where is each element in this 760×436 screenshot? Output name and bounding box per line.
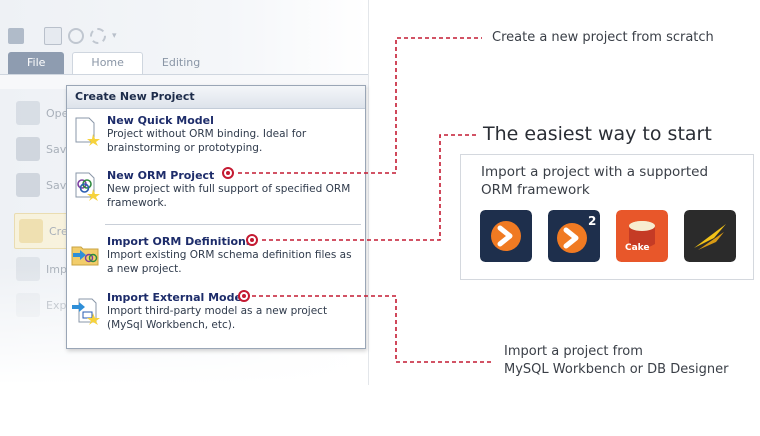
menu-item-title: New Quick Model xyxy=(107,114,214,127)
app-menu-icon[interactable] xyxy=(8,28,24,44)
callout-marker xyxy=(246,234,258,246)
folder-icon xyxy=(19,219,43,243)
import-model-icon xyxy=(72,298,100,325)
cakephp-logo-icon: Cake xyxy=(616,210,668,262)
callout-external-line1: Import a project from xyxy=(504,344,643,359)
tab-home[interactable]: Home xyxy=(72,52,143,74)
new-document-icon xyxy=(75,117,100,146)
propel-logo-icon xyxy=(684,210,736,262)
connector-orm xyxy=(262,134,476,241)
menu-item-desc: Import third-party model as a new projec… xyxy=(107,305,328,331)
save-as-icon xyxy=(16,173,40,197)
gear-icon[interactable] xyxy=(90,28,106,44)
callout-external-line2: MySQL Workbench or DB Designer xyxy=(504,362,729,377)
callout-headline: The easiest way to start xyxy=(483,123,712,145)
menu-item-desc: Import existing ORM schema definition fi… xyxy=(107,249,352,275)
chevron-down-icon[interactable]: ▾ xyxy=(112,31,117,41)
menu-item-desc: New project with full support of specifi… xyxy=(107,183,351,209)
menu-separator xyxy=(105,224,361,225)
menu-item-import-external-model[interactable]: Import External Model Import third-party… xyxy=(67,291,365,341)
menu-item-title: Import External Model xyxy=(107,291,246,304)
file-item-save[interactable]: Save xyxy=(16,134,73,164)
file-item-open[interactable]: Open xyxy=(16,98,75,128)
tab-file[interactable]: File xyxy=(8,52,65,74)
callout-marker xyxy=(238,290,250,302)
menu-item-new-orm-project[interactable]: New ORM Project New project with full su… xyxy=(67,169,365,219)
callout-scratch: Create a new project from scratch xyxy=(492,30,714,45)
ribbon-tabs: File Home Editing xyxy=(8,52,219,74)
menu-item-title: New ORM Project xyxy=(107,169,215,182)
callout-marker xyxy=(222,167,234,179)
tab-editing[interactable]: Editing xyxy=(161,56,201,69)
import-folder-icon xyxy=(71,246,99,266)
connector-external xyxy=(252,295,494,363)
orm-callout-box: Import a project with a supported ORM fr… xyxy=(460,154,754,280)
quick-access-toolbar: ▾ xyxy=(8,26,117,46)
connector-scratch xyxy=(238,37,482,174)
menu-item-desc: Project without ORM binding. Ideal for b… xyxy=(107,128,307,154)
svg-text:2: 2 xyxy=(588,214,596,228)
callout-orm: Import a project with a supported ORM fr… xyxy=(481,164,709,198)
doctrine-logo-icon xyxy=(480,210,532,262)
orm-document-icon xyxy=(75,172,100,201)
export-icon xyxy=(16,293,40,317)
create-project-menu: Create New Project New Quick Model Proje… xyxy=(66,85,366,349)
save-icon[interactable] xyxy=(44,27,62,45)
import-icon xyxy=(16,257,40,281)
entities-icon[interactable] xyxy=(68,28,84,44)
open-icon xyxy=(16,101,40,125)
doctrine2-logo-icon: 2 xyxy=(548,210,600,262)
svg-text:Cake: Cake xyxy=(625,243,650,253)
menu-header: Create New Project xyxy=(67,86,365,109)
menu-item-title: Import ORM Definitions xyxy=(107,235,253,248)
save-icon xyxy=(16,137,40,161)
menu-item-import-orm-definitions[interactable]: Import ORM Definitions Import existing O… xyxy=(67,235,365,283)
menu-item-new-quick-model[interactable]: New Quick Model Project without ORM bind… xyxy=(67,114,365,160)
